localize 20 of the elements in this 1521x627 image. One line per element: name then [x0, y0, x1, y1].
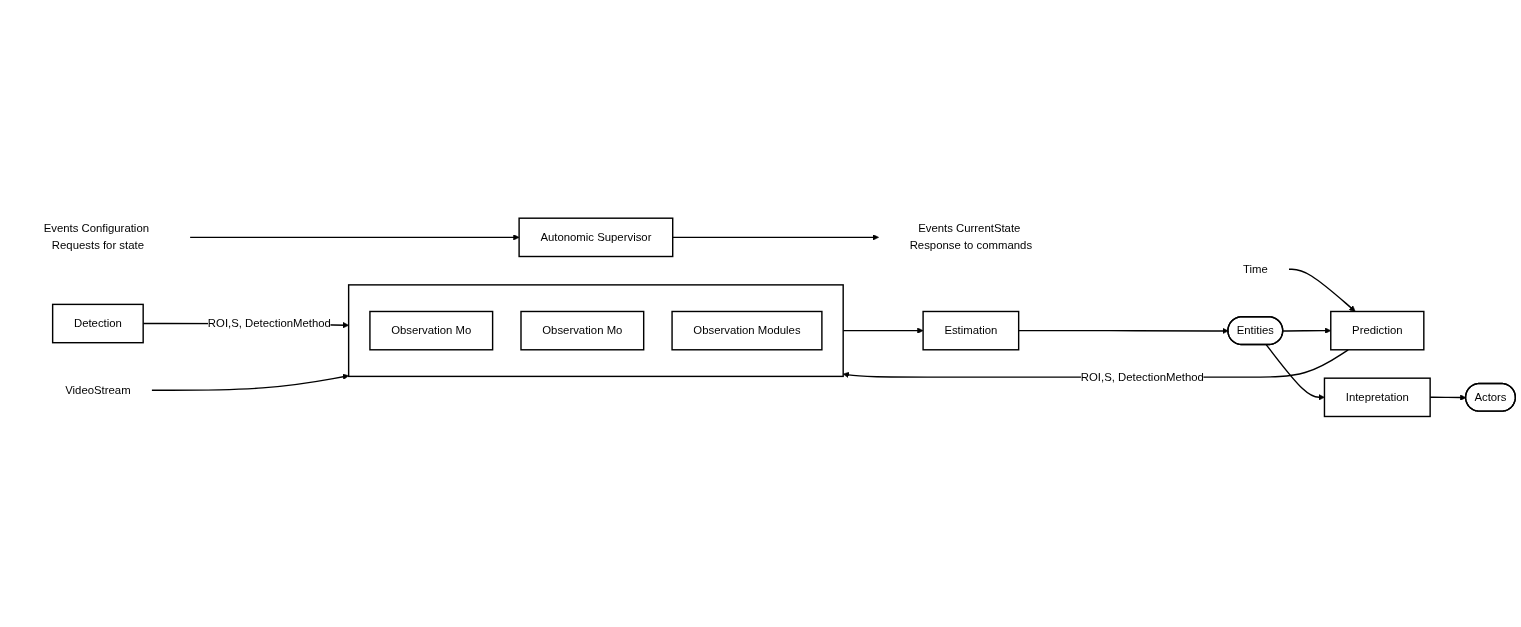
arrow — [672, 234, 879, 241]
node-text: VideoStream — [65, 384, 131, 397]
node-text: Time — [1242, 263, 1268, 276]
node-box: Observation Mo — [520, 311, 645, 351]
arrow — [151, 374, 349, 392]
arrow — [189, 234, 520, 241]
cluster — [347, 284, 844, 378]
node-box: Prediction — [1330, 311, 1425, 351]
node-box: Estimation — [922, 311, 1020, 351]
node-box: Autonomic Supervisor — [518, 217, 674, 258]
node-box: Observation Modules — [671, 311, 823, 351]
node-box: Detection — [51, 304, 144, 344]
node-text: Events Configuration Requests for state — [43, 222, 150, 252]
arrow — [1288, 269, 1356, 313]
node-box: Observation Mo — [369, 311, 494, 351]
node-box: Intepretation — [1323, 377, 1431, 418]
edge-label: ROI,S, DetectionMethod — [1080, 371, 1204, 384]
node-text: Events CurrentState Response to commands — [909, 222, 1033, 252]
arrow — [1265, 344, 1325, 401]
edge-label: ROI,S, DetectionMethod — [207, 317, 331, 330]
